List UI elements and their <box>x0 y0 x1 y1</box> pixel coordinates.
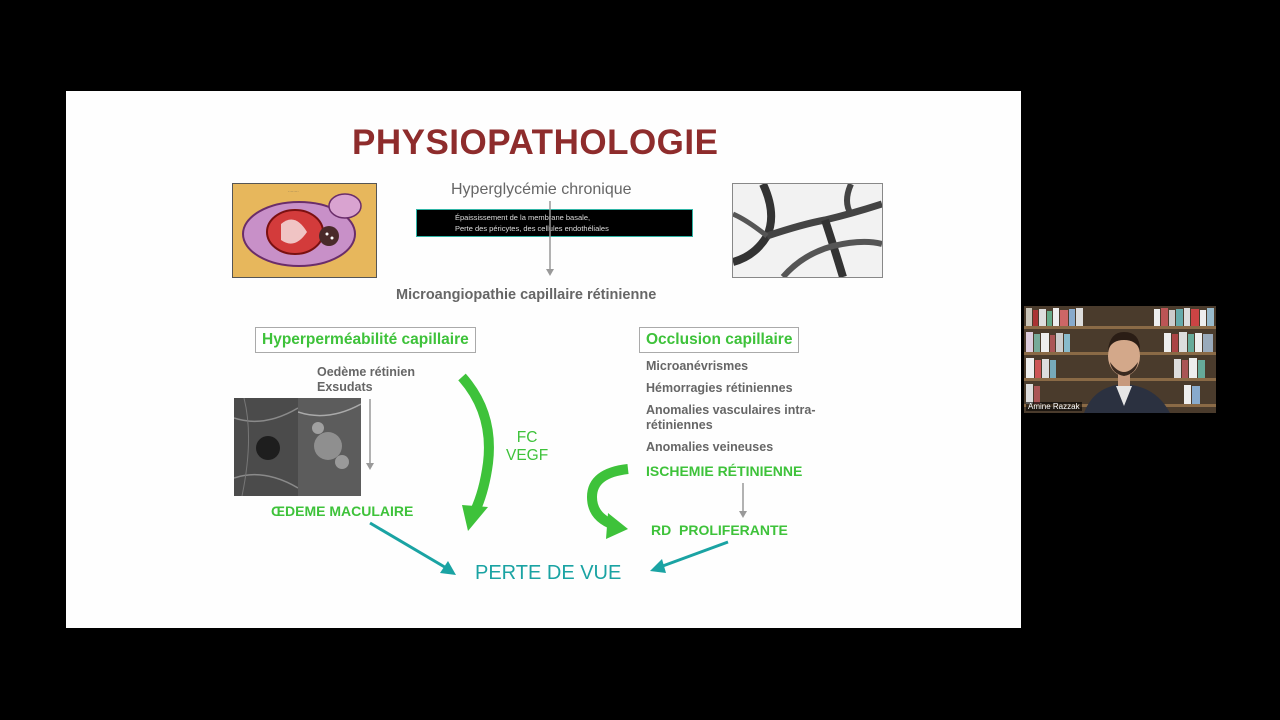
right-items: Microanévrismes Hémorragies rétiniennes … <box>646 359 816 455</box>
teal-arrow-right <box>650 540 729 573</box>
presentation-slide: PHYSIOPATHOLOGIE ········ Hyperglycémie … <box>66 91 1021 628</box>
final-outcome-text: PERTE DE VUE <box>475 562 622 584</box>
right-item-anomalies-vasc-1: Anomalies vasculaires intra- <box>646 403 816 417</box>
participant-name-label: Amine Razzak <box>1026 402 1082 411</box>
webcam-video-tile[interactable]: Amine Razzak <box>1024 306 1216 413</box>
ischemia-text: ISCHEMIE RÉTINIENNE <box>646 463 803 479</box>
occlusion-box: Occlusion capillaire <box>639 327 800 353</box>
slide-title: PHYSIOPATHOLOGIE <box>352 123 719 162</box>
green-curved-arrow-right <box>586 464 629 539</box>
green-curved-arrow-left <box>458 373 494 531</box>
angiography-image-left <box>234 398 298 496</box>
right-item-anomalies-veineuses: Anomalies veineuses <box>646 440 774 454</box>
right-item-microanevrismes: Microanévrismes <box>646 359 749 373</box>
capillary-cell-illustration: ········ <box>232 183 377 278</box>
teal-arrow-left <box>369 521 456 575</box>
microangiopathy-text: Microangiopathie capillaire rétinienne <box>396 287 657 303</box>
fc-vegf-label: FC VEGF <box>506 429 548 465</box>
down-arrow-top <box>546 201 554 276</box>
left-items: Oedème rétinien Exsudats <box>317 365 415 395</box>
bookshelf-background <box>1024 306 1216 413</box>
mechanism-line-2: Perte des péricytes, des cellules endoth… <box>455 224 609 233</box>
top-cause-text: Hyperglycémie chronique <box>451 181 632 198</box>
fc-text: FC <box>516 429 538 446</box>
mechanism-box: Épaississement de la membrane basale, Pe… <box>416 209 693 237</box>
right-item-hemorragies: Hémorragies rétiniennes <box>646 381 793 395</box>
down-arrow-left <box>366 399 374 470</box>
vegf-text: VEGF <box>506 447 549 464</box>
right-item-anomalies-vasc-2: rétiniennes <box>646 418 713 432</box>
hyperpermeability-box: Hyperperméabilité capillaire <box>255 327 476 353</box>
svg-text:········: ········ <box>288 189 299 194</box>
left-item-oedeme: Oedème rétinien <box>317 365 415 379</box>
mechanism-line-1: Épaississement de la membrane basale, <box>455 213 591 222</box>
capillary-network-image <box>732 183 883 278</box>
down-arrow-right <box>739 483 747 518</box>
rd-proliferante-text: RD PROLIFERANTE <box>651 522 788 538</box>
left-item-exsudats: Exsudats <box>317 380 373 394</box>
angiography-image-right <box>298 398 361 496</box>
macular-edema-text: ŒDEME MACULAIRE <box>271 503 414 519</box>
